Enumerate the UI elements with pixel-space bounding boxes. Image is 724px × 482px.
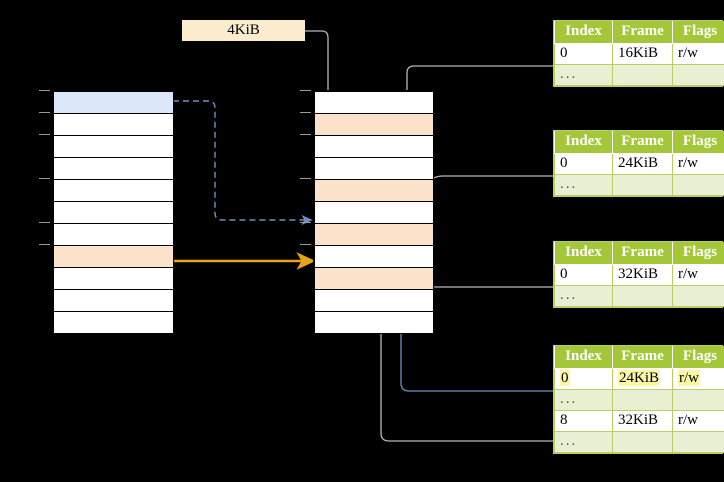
left-memory-tick-0 [39,90,50,91]
page-table-1-header-flags: Flags [672,21,724,44]
page-table-2-row-0-flags: r/w [672,153,724,175]
left-memory-tick-1 [39,112,50,113]
left-memory-cell-10[interactable] [53,311,174,334]
connector-left0-to-middle7 [173,100,313,226]
left-memory-tick-6 [39,222,50,223]
middle-memory-cell-2[interactable] [314,135,434,158]
left-memory-tick-4 [39,178,50,179]
left-memory-cell-5[interactable] [53,201,174,224]
page-table-1-header-frame: Frame [612,21,673,44]
left-memory-cell-1[interactable] [53,113,174,136]
page-table-1-header-index: Index [554,21,613,44]
page-table-4-row-1-frame [612,389,673,411]
left-memory-tick-7 [39,244,50,245]
page-table-3-row-0-frame: 32KiB [612,264,673,286]
middle-memory-cell-9[interactable] [314,289,434,312]
connector-table3-to-middle [416,249,553,288]
middle-memory-cell-1[interactable] [314,113,434,136]
left-memory-cell-7[interactable] [53,245,174,268]
page-table-1-row-1-index: ... [554,64,613,86]
middle-memory-cell-7[interactable] [314,245,434,268]
connector-table2-to-middle [415,175,553,213]
page-table-4-row-3-index: ... [554,431,613,453]
page-table-3-row-0-index: 0 [554,264,613,286]
left-memory-cell-9[interactable] [53,289,174,312]
middle-memory-cell-0[interactable] [314,91,434,114]
middle-memory-tick-0 [300,90,311,91]
page-table-1-row-0-frame: 16KiB [612,43,673,65]
page-table-2-header-index: Index [554,131,613,154]
left-memory-column [52,90,174,334]
page-table-3-row-1-index: ... [554,285,613,307]
size-label-4kib: 4KiB [182,20,305,41]
page-table-4-row-3[interactable]: ... [554,431,724,453]
left-memory-cell-6[interactable] [53,223,174,246]
page-table-3-header-index: Index [554,242,613,265]
page-table-4-row-1-index: ... [554,389,613,411]
left-memory-cell-4[interactable] [53,179,174,202]
page-table-1-row-1-flags [672,64,724,86]
page-table-2-row-1-flags [672,174,724,196]
middle-memory-column [313,90,434,334]
middle-memory-cell-5[interactable] [314,201,434,224]
left-memory-cell-2[interactable] [53,135,174,158]
page-table-4-row-1[interactable]: ... [554,389,724,411]
page-table-4-header-index: Index [554,346,613,369]
page-table-4-row-0-index: 0 [554,368,613,390]
middle-memory-tick-7 [300,244,311,245]
page-table-2-row-0-index: 0 [554,153,613,175]
middle-memory-tick-4 [300,178,311,179]
page-table-2-row-0-frame: 24KiB [612,153,673,175]
page-table-2-header-frame: Frame [612,131,673,154]
page-table-3-header-frame: Frame [612,242,673,265]
middle-memory-tick-1 [300,112,311,113]
page-table-1-row-0-flags: r/w [672,43,724,65]
page-table-4-row-1-flags [672,389,724,411]
page-table-2-row-1-index: ... [554,174,613,196]
left-memory-cell-0[interactable] [53,91,174,114]
left-memory-cell-8[interactable] [53,267,174,290]
page-table-4-row-3-frame [612,431,673,453]
page-table-2-row-1[interactable]: ... [554,174,724,196]
middle-memory-cell-4[interactable] [314,179,434,202]
page-table-1-row-1-frame [612,64,673,86]
page-table-1-row-1[interactable]: ... [554,64,724,86]
page-table-4-row-3-flags [672,431,724,453]
middle-memory-cell-8[interactable] [314,267,434,290]
page-table-4-row-2-index: 8 [554,410,613,432]
page-table-3-row-1[interactable]: ... [554,285,724,307]
middle-memory-cell-3[interactable] [314,157,434,180]
page-table-1-row-0-index: 0 [554,43,613,65]
page-table-2-header-flags: Flags [672,131,724,154]
page-table-3-row-1-frame [612,285,673,307]
page-table-4-row-0-frame: 24KiB [612,368,673,390]
page-table-4-header-frame: Frame [612,346,673,369]
page-table-4-row-0-flags: r/w [672,368,724,390]
page-table-3-row-0-flags: r/w [672,264,724,286]
page-table-4-row-2-flags: r/w [672,410,724,432]
page-table-3-row-1-flags [672,285,724,307]
page-table-4-header-flags: Flags [672,346,724,369]
middle-memory-cell-10[interactable] [314,311,434,334]
page-table-2-row-1-frame [612,174,673,196]
left-memory-tick-2 [39,134,50,135]
left-memory-cell-3[interactable] [53,157,174,180]
middle-memory-tick-2 [300,134,311,135]
page-table-3-header-flags: Flags [672,242,724,265]
middle-memory-cell-6[interactable] [314,223,434,246]
middle-memory-tick-6 [300,222,311,223]
page-table-4-row-2-frame: 32KiB [612,410,673,432]
